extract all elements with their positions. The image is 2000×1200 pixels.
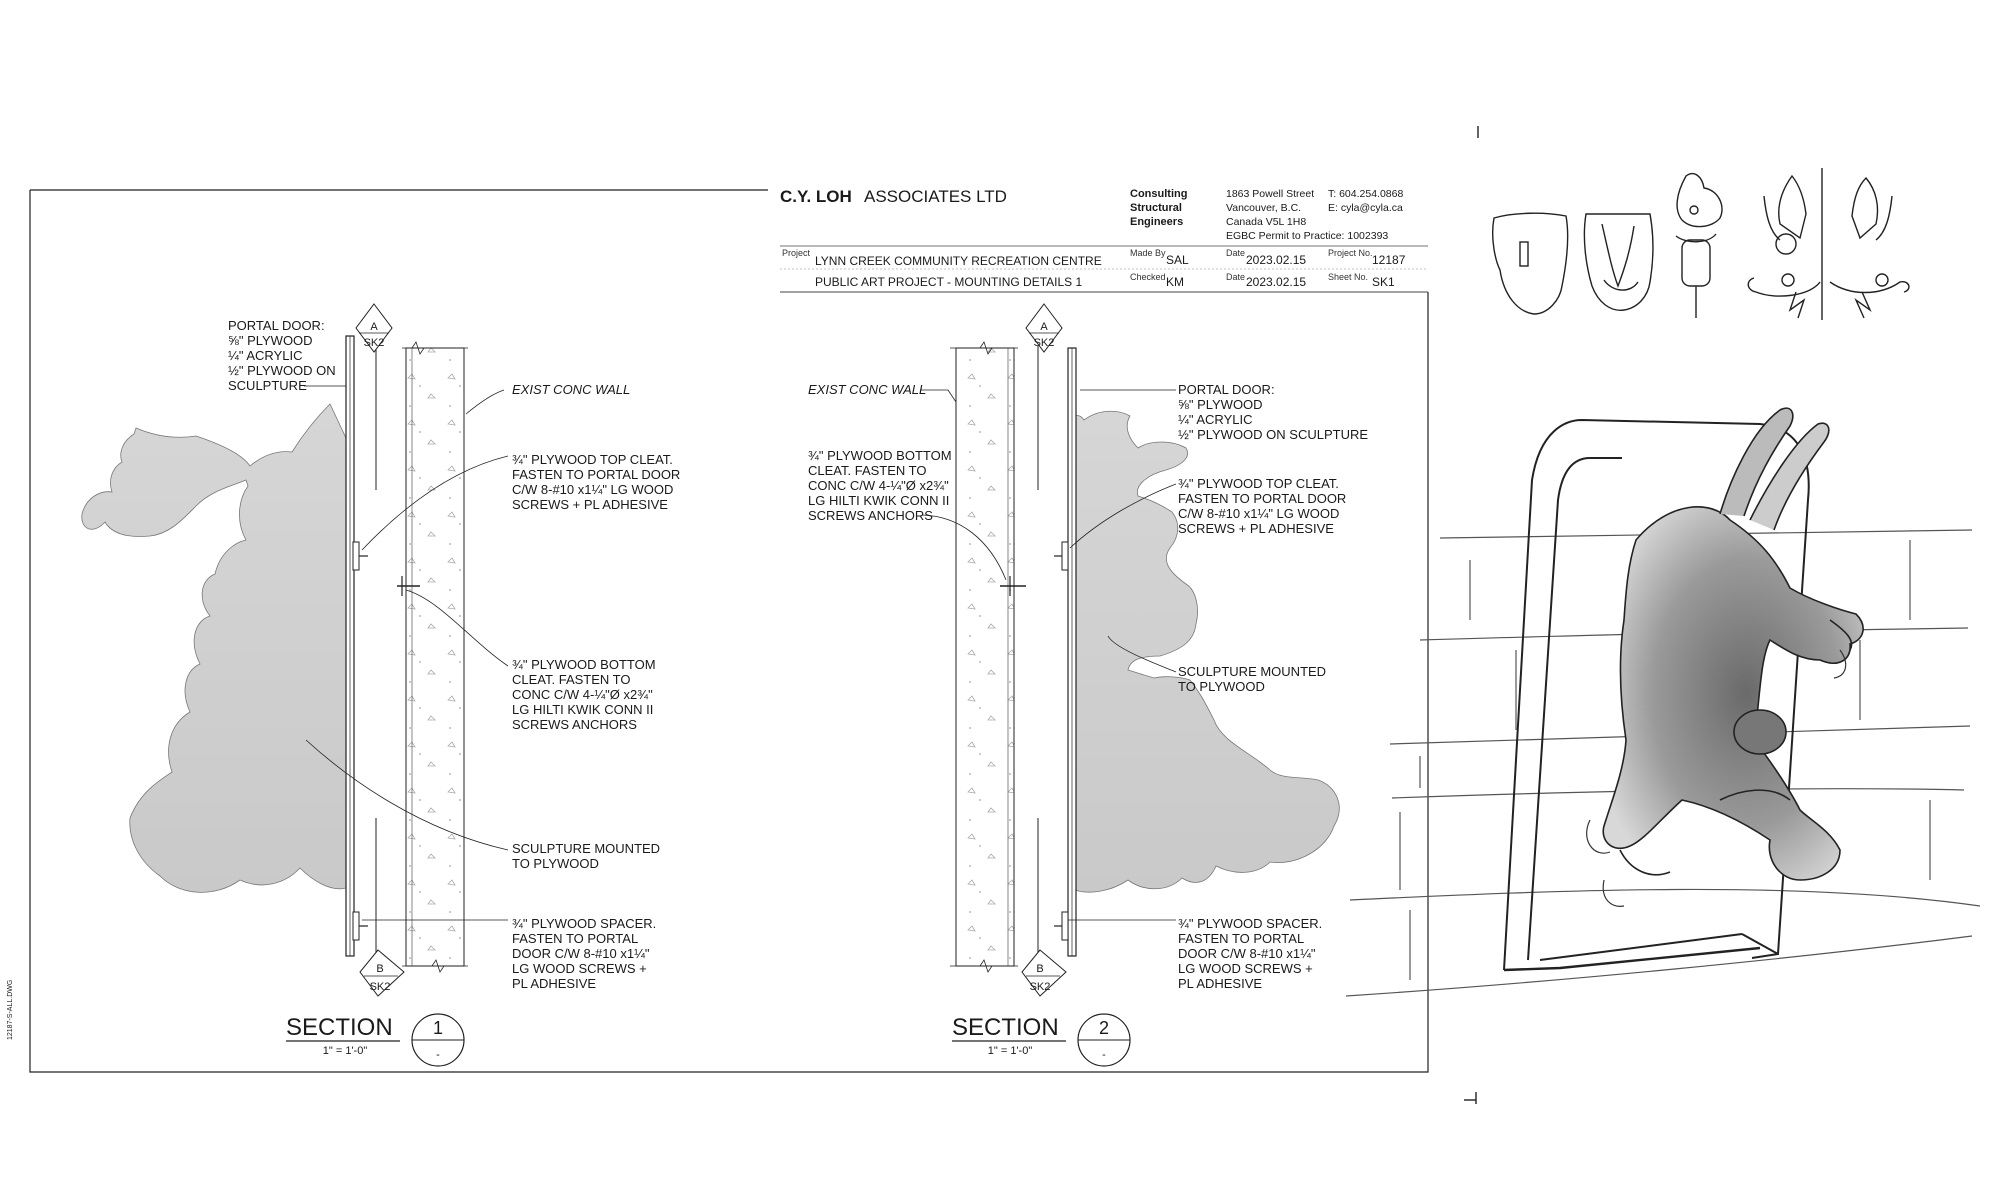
discipline-line-2: Structural [1130,202,1182,214]
project-line-1: LYNN CREEK COMMUNITY RECREATION CENTRE [815,254,1102,268]
section-1-tag-top-letter: A [370,321,378,333]
checked-label: Checked [1130,272,1166,282]
section-1-tag-top-ref: SK2 [364,337,385,349]
section-1-number: 1 [433,1018,443,1038]
section-1-note-top-cleat: ¾" PLYWOOD TOP CLEAT. FASTEN TO PORTAL D… [512,452,684,512]
section-1-note-sculpture: SCULPTURE MOUNTED TO PLYWOOD [512,841,664,871]
section-2-tag-top-ref: SK2 [1034,337,1055,349]
phone-text: T: 604.254.0868 [1328,188,1403,200]
permit-text: EGBC Permit to Practice: 1002393 [1226,230,1388,242]
date-value-1: 2023.02.15 [1246,253,1306,267]
section-1-tag-bottom-letter: B [376,963,383,975]
section-2-tag-bottom-ref: SK2 [1030,981,1051,993]
made-by-value: SAL [1166,253,1189,267]
sheet-no-label: Sheet No. [1328,272,1368,282]
margin-file-text: 12187-S-ALL.DWG [7,980,14,1040]
sheet-no-value: SK1 [1372,275,1395,289]
date-value-2: 2023.02.15 [1246,275,1306,289]
section-2-tag-bottom: B SK2 [1021,949,1067,997]
section-2-tag-bottom-letter: B [1036,963,1043,975]
thumb-sketch-2 [1583,213,1654,311]
section-1-note-portal: PORTAL DOOR: ⅝" PLYWOOD ¼" ACRYLIC ½" PL… [228,318,339,393]
section-1-tag-bottom-ref: SK2 [370,981,391,993]
section-1-note-spacer: ¾" PLYWOOD SPACER. FASTEN TO PORTAL DOOR… [512,916,660,991]
made-by-label: Made By [1130,248,1166,258]
section-2-note-bottom-cleat: ¾" PLYWOOD BOTTOM CLEAT. FASTEN TO CONC … [808,448,955,523]
checked-value: KM [1166,275,1184,289]
section-1-note-wall: EXIST CONC WALL [512,382,630,397]
thumb-sketch-4 [1747,174,1821,319]
section-2-tag-top: A SK2 [1025,303,1063,353]
section-1-drawing: A SK2 B SK2 PORTAL DOOR: ⅝" PLYWOOD ¼" A… [81,303,684,1067]
project-line-2: PUBLIC ART PROJECT - MOUNTING DETAILS 1 [815,275,1082,289]
address-line-2: Vancouver, B.C. [1226,202,1301,214]
title-block: C.Y. LOH ASSOCIATES LTD Consulting Struc… [780,187,1428,293]
firm-name-bold: C.Y. LOH [780,187,852,206]
figure-sketch [1602,407,1864,881]
section-1-tag-top: A SK2 [355,303,393,353]
section-2-note-top-cleat: ¾" PLYWOOD TOP CLEAT. FASTEN TO PORTAL D… [1178,476,1350,536]
section-2-note-wall: EXIST CONC WALL [808,382,926,397]
section-2-scale: 1" = 1'-0" [988,1045,1033,1057]
section-1-note-bottom-cleat: ¾" PLYWOOD BOTTOM CLEAT. FASTEN TO CONC … [512,657,659,732]
project-label: Project [782,248,811,258]
section-1-scale: 1" = 1'-0" [323,1045,368,1057]
section-1-sub: - [436,1049,440,1061]
date-label-2: Date [1226,272,1245,282]
section-2-note-sculpture: SCULPTURE MOUNTED TO PLYWOOD [1178,664,1330,694]
sculpture-illustration [1345,407,1981,997]
section-2-number: 2 [1099,1018,1109,1038]
section-2-sculpture-shape [1069,410,1340,893]
discipline-line-3: Engineers [1130,216,1183,228]
project-no-label: Project No. [1328,248,1373,258]
firm-name-rest: ASSOCIATES LTD [864,187,1007,206]
date-label-1: Date [1226,248,1245,258]
section-2-note-spacer: ¾" PLYWOOD SPACER. FASTEN TO PORTAL DOOR… [1178,916,1326,991]
section-2-tag-top-letter: A [1040,321,1048,333]
section-1-tag-bottom: B SK2 [359,949,405,997]
thumb-sketch-1 [1491,212,1569,315]
thumb-sketch-5 [1821,168,1910,320]
section-2-drawing: A SK2 B SK2 EXIST CONC WALL PORTAL DOOR:… [808,303,1368,1067]
section-1-title: SECTION [286,1014,393,1041]
section-2-title: SECTION [952,1014,1059,1041]
thumb-sketch-3 [1675,172,1723,318]
section-2-note-portal: PORTAL DOOR: ⅝" PLYWOOD ¼" ACRYLIC ½" PL… [1178,382,1368,442]
email-text: E: cyla@cyla.ca [1328,202,1403,214]
portal-arch-sketch [1503,418,1810,972]
sheet-border [29,189,1429,1073]
address-line-1: 1863 Powell Street [1226,188,1314,200]
section-2-sub: - [1102,1049,1106,1061]
address-line-3: Canada V5L 1H8 [1226,216,1306,228]
project-no-value: 12187 [1372,253,1406,267]
discipline-line-1: Consulting [1130,188,1187,200]
thumbnail-sketches [1464,126,1910,1104]
section-1-sculpture-shape [81,403,347,893]
